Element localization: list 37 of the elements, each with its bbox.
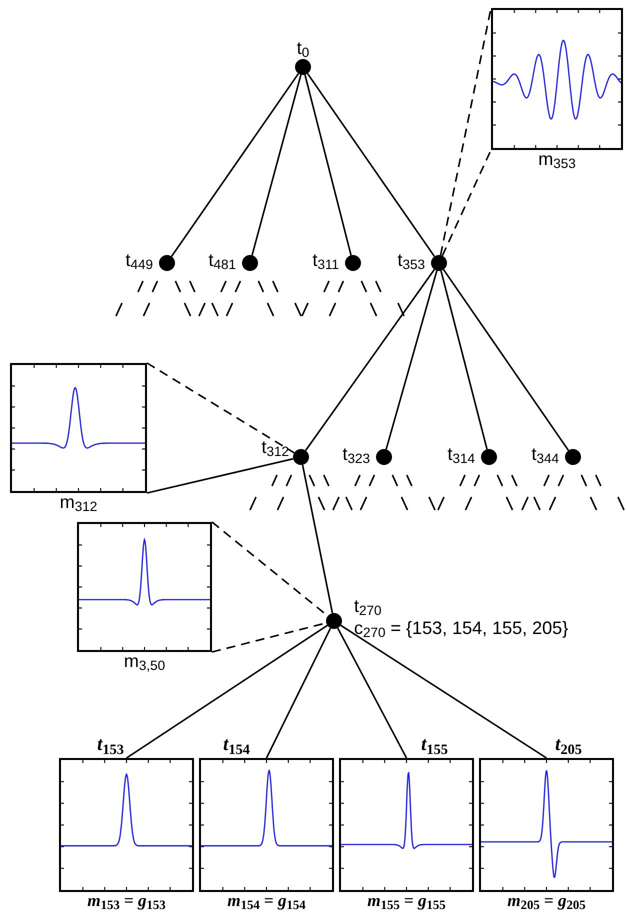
leaf-label: t$_{205}$ <box>555 735 582 754</box>
plot-caption: m$_{3,50}$ <box>124 652 166 670</box>
tree-branch <box>126 624 328 759</box>
node-label: t$_{314}$ <box>447 445 475 463</box>
tree-branch <box>306 73 436 257</box>
node-label: t$_{481}$ <box>208 251 236 269</box>
node-label: t$_{0}$ <box>296 39 310 57</box>
plot-caption: m$_{312}$ <box>60 493 98 511</box>
model-equation: m$_{154}$ = g$_{154}$ <box>227 892 306 909</box>
node-label: t$_{311}$ <box>312 251 339 269</box>
tree-branch <box>337 628 408 758</box>
tree-branch <box>266 628 332 758</box>
dashed-connector <box>146 362 295 454</box>
model-equation: m$_{205}$ = g$_{205}$ <box>507 892 586 909</box>
tree-branch <box>302 464 334 614</box>
tree-branch <box>340 624 547 759</box>
leaf-label: t$_{155}$ <box>421 735 448 754</box>
node-label: t$_{312}$ <box>261 438 289 456</box>
model-equation: m$_{155}$ = g$_{155}$ <box>367 892 446 909</box>
leaf-label: t$_{154}$ <box>223 735 250 754</box>
tree-branch <box>440 270 488 450</box>
model-equation: m$_{153}$ = g$_{153}$ <box>87 892 166 909</box>
tree-branch <box>442 269 570 451</box>
plot-caption: m$_{353}$ <box>538 150 576 168</box>
tree-branch <box>146 458 294 494</box>
node-label: t$_{449}$ <box>125 251 153 269</box>
node-label: t$_{323}$ <box>342 445 370 463</box>
tree-branch <box>170 73 300 257</box>
tree-branch <box>251 74 302 256</box>
tree-branch <box>304 74 352 256</box>
leaf-label: t$_{153}$ <box>97 735 124 754</box>
cluster-set-label: c$_{270}$ = {153, 154, 155, 205} <box>354 619 568 637</box>
node-label: t$_{344}$ <box>531 445 559 463</box>
node-label: t$_{270}$ <box>354 597 382 615</box>
tree-branch <box>304 269 436 451</box>
node-label: t$_{353}$ <box>397 251 425 269</box>
tree-branch <box>385 270 438 450</box>
